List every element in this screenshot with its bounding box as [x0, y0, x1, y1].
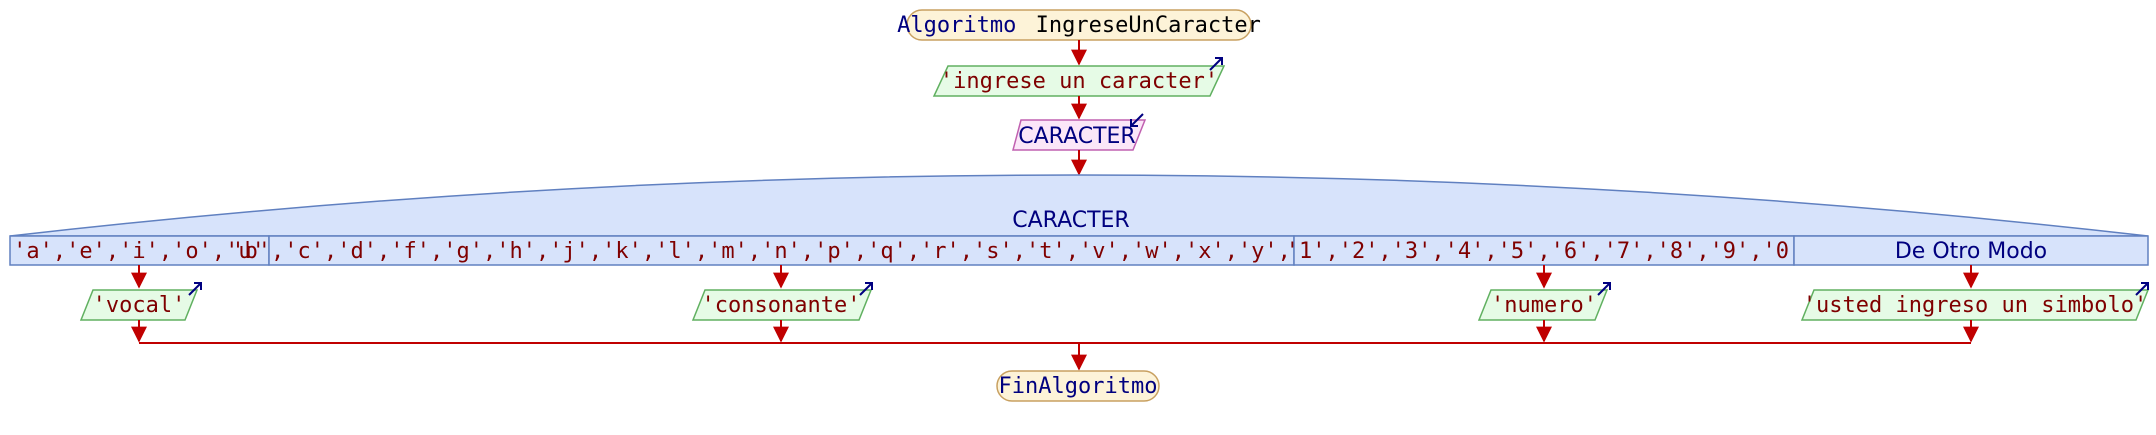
start-terminator: Algoritmo IngreseUnCaracter [897, 9, 1261, 41]
algorithm-keyword: Algoritmo [897, 13, 1016, 38]
output-arrow-icon [859, 282, 873, 296]
output-simbolo-block: 'usted ingreso un simbolo' [1800, 282, 2150, 321]
algorithm-name: IngreseUnCaracter [1036, 13, 1261, 38]
switch-variable-text: CARACTER [1012, 208, 1129, 233]
switch-case-cell: 'b','c','d','f','g','h','j','k','l','m',… [231, 235, 1331, 266]
output-arrow-icon [2135, 282, 2149, 296]
output-prompt-block: 'ingrese un caracter' [932, 57, 1226, 97]
input-arrow-icon [1130, 113, 1144, 127]
svg-text:Algoritmo IngreseUnCarac: Algoritmo IngreseUnCaracter [897, 13, 1261, 38]
output-numero-block: 'numero' [1477, 282, 1611, 321]
output-arrow-icon [188, 282, 202, 296]
case-label-consonants: 'b','c','d','f','g','h','j','k','l','m',… [231, 239, 1330, 264]
case-label-default: De Otro Modo [1895, 239, 2047, 264]
switch-case-cell: '1','2','3','4','5','6','7','8','9','0' [1286, 235, 1803, 266]
input-read-block: CARACTER [1012, 113, 1147, 151]
output-numero-text: 'numero' [1491, 293, 1597, 318]
output-consonante-block: 'consonante' [691, 282, 873, 321]
output-arrow-icon [1597, 282, 1611, 296]
output-vocal-block: 'vocal' [79, 282, 202, 321]
end-terminator: FinAlgoritmo [996, 370, 1160, 402]
algorithm-end-text: FinAlgoritmo [999, 374, 1158, 399]
input-variable-text: CARACTER [1018, 124, 1135, 149]
switch-block: CARACTER 'a','e','i','o','u' 'b','c','d'… [9, 174, 2149, 266]
output-prompt-text: 'ingrese un caracter' [940, 69, 1218, 94]
switch-case-cell: 'a','e','i','o','u' [9, 235, 270, 266]
case-label-digits: '1','2','3','4','5','6','7','8','9','0' [1286, 239, 1803, 264]
output-vocal-text: 'vocal' [93, 293, 186, 318]
output-arrow-icon [1209, 57, 1223, 71]
output-simbolo-text: 'usted ingreso un simbolo' [1803, 293, 2147, 318]
case-label-vowels: 'a','e','i','o','u' [13, 239, 265, 264]
output-consonante-text: 'consonante' [702, 293, 861, 318]
switch-case-cell: De Otro Modo [1793, 235, 2149, 266]
